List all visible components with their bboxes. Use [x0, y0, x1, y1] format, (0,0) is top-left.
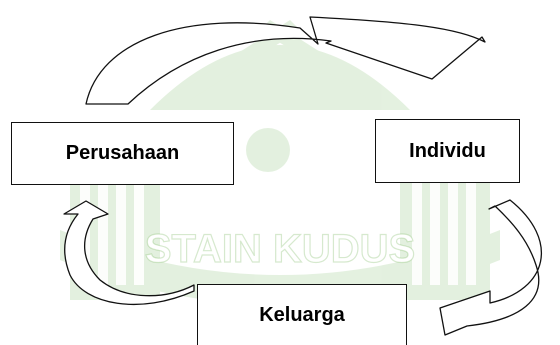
- arrow-keluarga-to-perusahaan: [63, 200, 195, 306]
- node-perusahaan: Perusahaan: [11, 122, 234, 185]
- node-perusahaan-label: Perusahaan: [65, 142, 180, 164]
- watermark-text: STAIN KUDUS: [145, 227, 415, 271]
- node-individu-label: Individu: [409, 139, 486, 162]
- arrow-individu-to-keluarga: [439, 199, 543, 336]
- node-keluarga: Keluarga: [197, 284, 407, 345]
- node-individu: Individu: [375, 119, 520, 183]
- arrow-perusahaan-to-individu: [85, 16, 486, 105]
- node-keluarga-label: Keluarga: [259, 304, 345, 326]
